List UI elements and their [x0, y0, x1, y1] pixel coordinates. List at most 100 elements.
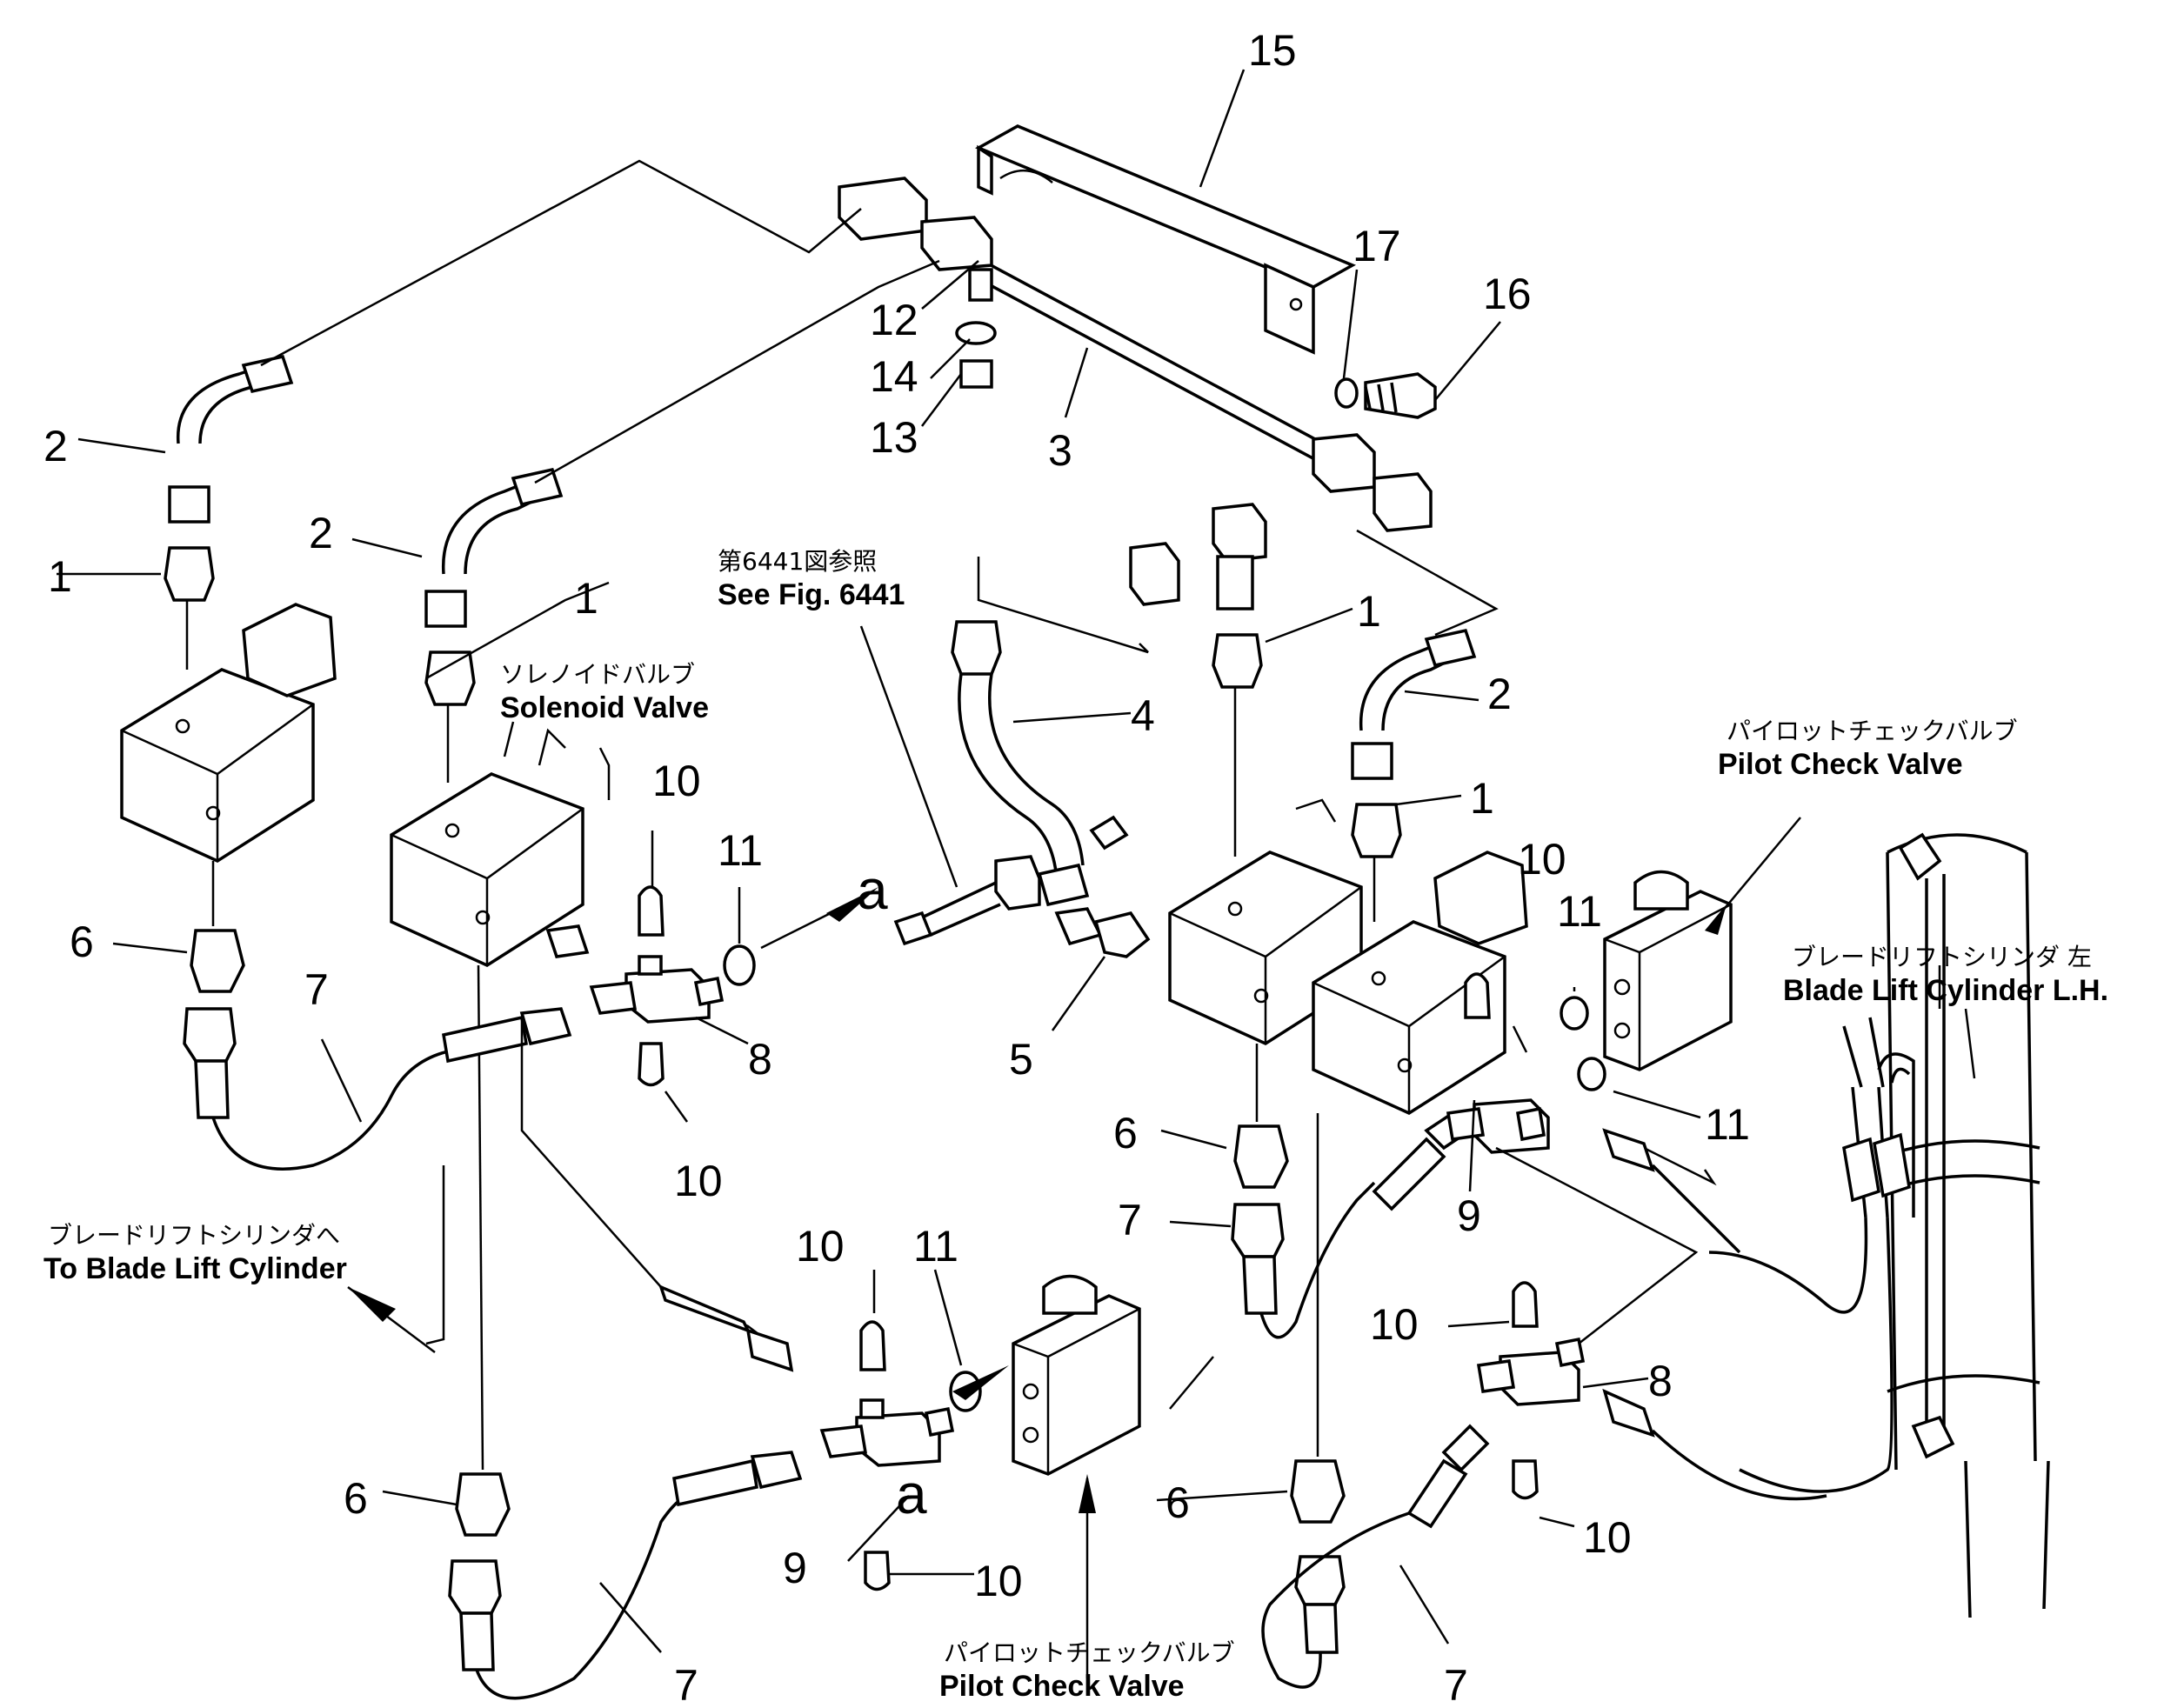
plug-part-10 — [638, 1042, 665, 1087]
arrow-to-blade-line — [347, 1286, 436, 1353]
connector-line — [520, 1017, 662, 1288]
callout-6: 6 — [1113, 1109, 1138, 1158]
hose-part-4 — [951, 620, 1090, 907]
solenoid-valve-label-en: Solenoid Valve — [500, 691, 709, 724]
callout-10: 10 — [1518, 835, 1566, 884]
fig-ref-en: See Fig. 6441 — [718, 578, 905, 611]
o-ring-part-11 — [1577, 1057, 1606, 1091]
callout-14: 14 — [870, 352, 918, 401]
callout-a: a — [896, 1463, 927, 1525]
callout-8: 8 — [748, 1035, 772, 1084]
elbow-part-5 — [1054, 907, 1151, 958]
blade-lift-cylinder-lh-label-en: Blade Lift Cylinder L.H. — [1783, 974, 2108, 1007]
callout-7: 7 — [674, 1661, 698, 1708]
fitting-part-1 — [1212, 633, 1263, 689]
solenoid-valve-left — [120, 603, 337, 863]
callout-8: 8 — [1648, 1357, 1673, 1405]
connector-line — [425, 1165, 445, 1345]
callout-9: 9 — [1457, 1191, 1481, 1240]
hose-end — [1602, 1128, 1655, 1172]
callout-10: 10 — [652, 757, 701, 805]
callout-1: 1 — [1470, 774, 1494, 823]
solenoid-valve-right-2 — [1312, 851, 1528, 1115]
connector-line — [1495, 1146, 1699, 1344]
pilot-check-valve-right — [1603, 870, 1733, 1071]
callout-9: 9 — [783, 1544, 807, 1592]
blade-lift-cylinder-lh — [1708, 832, 2050, 1618]
callout-4: 4 — [1131, 691, 1155, 740]
connector-line — [977, 557, 1149, 654]
plug-part-10 — [864, 1551, 891, 1591]
callout-11: 11 — [1705, 1100, 1750, 1149]
callout-10: 10 — [796, 1222, 845, 1271]
hose-part-2-center — [424, 467, 564, 628]
tee-fitting-part-9-lower — [819, 1398, 955, 1467]
manifold-pipe-part-3 — [838, 177, 1433, 610]
arrow-pilot-lower — [1079, 1474, 1096, 1513]
hose-part-7-right — [1231, 1111, 1473, 1339]
connector-line — [260, 159, 862, 367]
callout-5: 5 — [1009, 1035, 1033, 1084]
callout-7: 7 — [1118, 1196, 1142, 1244]
hose-part-2-left — [168, 354, 294, 524]
callout-1: 1 — [1357, 587, 1381, 636]
callout-2: 2 — [43, 422, 68, 470]
callout-2: 2 — [1487, 670, 1512, 718]
hose-part-7-left — [183, 1007, 572, 1171]
hose-line — [1651, 1429, 1827, 1501]
pilot-check-valve-lower-label-jp: パイロットチェックバルブ — [944, 1638, 1235, 1667]
to-blade-label-jp: ブレードリフトシリンダへ — [48, 1221, 340, 1250]
connector-line — [1356, 529, 1499, 637]
connector-line — [1643, 1146, 1717, 1186]
callout-12: 12 — [870, 296, 918, 344]
arrow-pilot-right — [1705, 904, 1727, 935]
callout-10: 10 — [974, 1557, 1023, 1605]
plug-part-10 — [859, 1320, 886, 1371]
solenoid-valve-center — [390, 721, 611, 967]
hose-line — [1651, 1164, 1741, 1254]
callout-6: 6 — [70, 917, 94, 966]
callout-10: 10 — [1370, 1300, 1419, 1349]
hose-part-7-bottom-right — [1261, 1424, 1490, 1689]
fitting-small — [1089, 815, 1129, 851]
callout-17: 17 — [1352, 222, 1401, 270]
washer-part-14 — [955, 321, 997, 345]
pilot-check-valve-label-jp: パイロットチェックバルブ — [1727, 717, 2018, 745]
fitting-part-1 — [1351, 803, 1402, 858]
callout-7: 7 — [304, 965, 329, 1014]
callout-13: 13 — [870, 413, 918, 462]
callout-1: 1 — [48, 552, 72, 601]
hose-end — [658, 1284, 751, 1334]
pilot-check-valve-lower — [1012, 1274, 1141, 1476]
fig-ref-jp: 第6441図参照 — [718, 547, 877, 576]
tee-fitting-part-9-right — [1446, 1098, 1550, 1154]
pilot-check-valve-lower-label-en: Pilot Check Valve — [939, 1670, 1185, 1703]
fitting-part-6 — [1290, 1459, 1346, 1524]
blade-lift-cylinder-lh-label-jp: ブレードリフトシリンダ 左 — [1792, 943, 2092, 971]
callout-10: 10 — [674, 1157, 723, 1205]
hose-end — [1602, 1388, 1655, 1438]
o-ring-part-11 — [723, 944, 756, 986]
callout-11: 11 — [718, 826, 763, 875]
callout-7: 7 — [1444, 1661, 1468, 1708]
fitting-part-1 — [164, 546, 215, 602]
plug-part-10 — [1464, 972, 1491, 1019]
tee-fitting-part-8-right — [1476, 1337, 1586, 1406]
plug-part-10 — [1512, 1281, 1539, 1328]
callout-a: a — [857, 858, 888, 921]
callout-6: 6 — [344, 1474, 368, 1523]
callout-3: 3 — [1048, 426, 1072, 475]
plug-part-10 — [1512, 1459, 1539, 1500]
hose-end — [745, 1328, 794, 1372]
fitting-part-6 — [455, 1472, 511, 1537]
callout-11: 11 — [913, 1222, 958, 1271]
bolt-part-16 — [1364, 372, 1437, 419]
callout-16: 16 — [1483, 270, 1532, 318]
bracket-part-15 — [974, 124, 1357, 355]
callout-11: 11 — [1557, 887, 1602, 936]
pilot-check-valve-label-en: Pilot Check Valve — [1718, 748, 1963, 781]
nut-part-13 — [959, 359, 993, 389]
callout-1: 1 — [574, 574, 598, 623]
